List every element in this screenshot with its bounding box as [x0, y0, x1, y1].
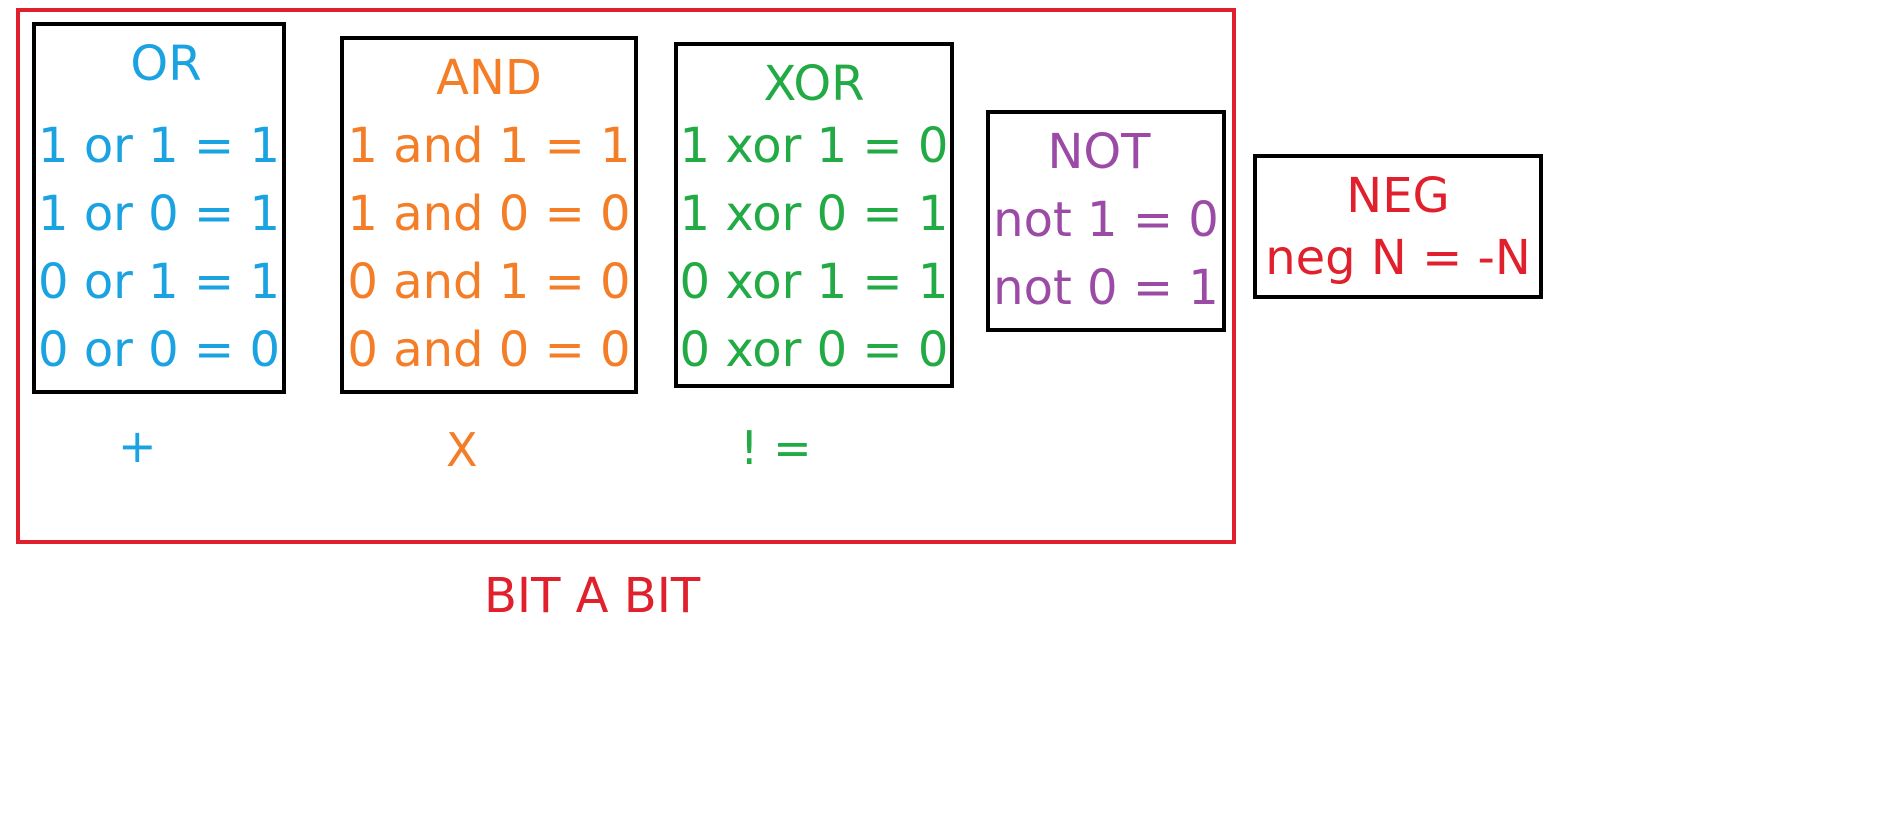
not-line: not 1 = 0	[993, 192, 1219, 248]
not-operator-box: NOT not 1 = 0 not 0 = 1	[986, 110, 1226, 332]
and-line: 1 and 1 = 1	[347, 118, 631, 174]
neg-title: NEG	[1346, 168, 1450, 224]
or-truth-table: 1 or 1 = 1 1 or 0 = 1 0 or 1 = 1 0 or 0 …	[38, 112, 280, 384]
or-symbol: +	[118, 419, 157, 473]
neg-operator-box: NEG neg N = -N	[1253, 154, 1543, 299]
neg-line: neg N = -N	[1265, 230, 1531, 286]
bitwise-group-frame	[16, 8, 1236, 544]
xor-truth-table: 1 xor 1 = 0 1 xor 0 = 1 0 xor 1 = 1 0 xo…	[680, 112, 949, 384]
and-title: AND	[436, 50, 542, 106]
and-line: 0 and 1 = 0	[347, 254, 631, 310]
or-title: OR	[130, 36, 202, 92]
and-line: 0 and 0 = 0	[347, 322, 631, 378]
and-operator-box: AND 1 and 1 = 1 1 and 0 = 0 0 and 1 = 0 …	[340, 36, 638, 394]
not-title: NOT	[1047, 124, 1151, 180]
not-line: not 0 = 1	[993, 260, 1219, 316]
or-line: 1 or 1 = 1	[38, 118, 280, 174]
and-truth-table: 1 and 1 = 1 1 and 0 = 0 0 and 1 = 0 0 an…	[347, 112, 630, 384]
or-line: 0 or 1 = 1	[38, 254, 280, 310]
bitwise-group-label: BIT A BIT	[484, 568, 701, 624]
not-truth-table: not 1 = 0 not 0 = 1	[993, 186, 1219, 322]
xor-title: XOR	[763, 56, 865, 112]
xor-operator-box: XOR 1 xor 1 = 0 1 xor 0 = 1 0 xor 1 = 1 …	[674, 42, 954, 388]
or-line: 0 or 0 = 0	[38, 322, 280, 378]
xor-line: 1 xor 1 = 0	[679, 118, 949, 174]
and-symbol: X	[446, 423, 478, 477]
neg-definition: neg N = -N	[1265, 224, 1531, 292]
or-operator-box: OR 1 or 1 = 1 1 or 0 = 1 0 or 1 = 1 0 or…	[32, 22, 286, 394]
xor-line: 1 xor 0 = 1	[679, 186, 949, 242]
xor-line: 0 xor 0 = 0	[679, 322, 949, 378]
xor-line: 0 xor 1 = 1	[679, 254, 949, 310]
and-line: 1 and 0 = 0	[347, 186, 631, 242]
or-line: 1 or 0 = 1	[38, 186, 280, 242]
xor-symbol: ! =	[740, 421, 812, 475]
